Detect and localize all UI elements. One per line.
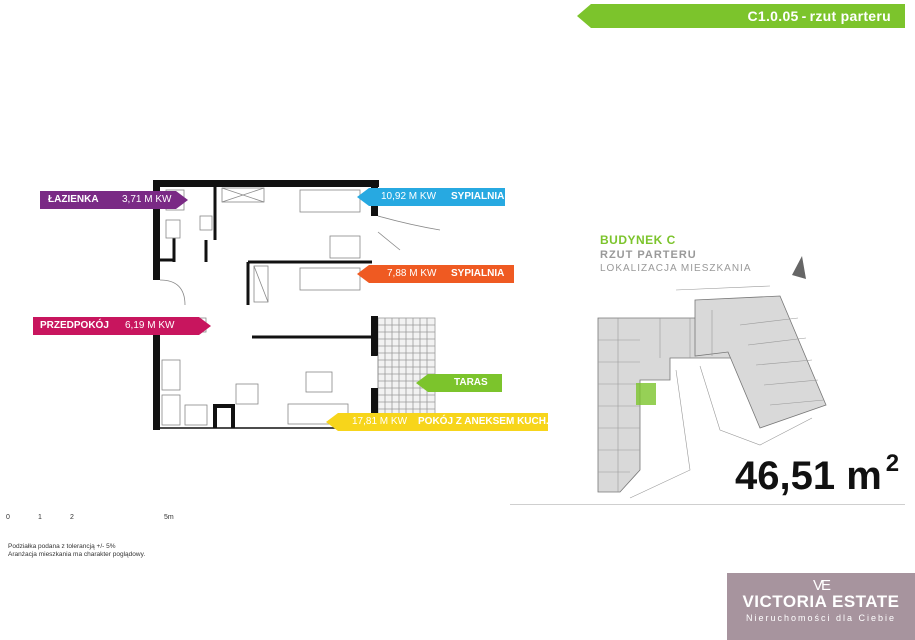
logo-mark: VE (812, 577, 831, 594)
tag-bathroom-area: 3,71 M KW (122, 194, 172, 205)
apartment-code: C1.0.05 (747, 8, 799, 24)
tag-hallway: PRZEDPOKÓJ 6,19 M KW (33, 317, 211, 335)
tag-bathroom-name: ŁAZIENKA (48, 194, 99, 205)
tag-bedroom-2: 7,88 M KW SYPIALNIA (357, 265, 514, 283)
fixtures (159, 187, 441, 426)
tag-bedroom-2-shape (357, 265, 514, 283)
header-title: C1.0.05-rzut parteru (748, 8, 892, 24)
tag-bathroom: ŁAZIENKA 3,71 M KW (40, 191, 188, 209)
scale-label-5m: 5m (164, 514, 174, 521)
building-location-label: LOKALIZACJA MIESZKANIA (600, 263, 752, 274)
tag-hallway-area: 6,19 M KW (125, 320, 175, 331)
header-subtitle: rzut parteru (809, 8, 891, 24)
tag-hallway-shape (33, 317, 211, 335)
building-outline-detail (598, 285, 825, 499)
note-arrangement: Aranżacja mieszkania ma charakter pogląd… (8, 551, 146, 558)
building-title: BUDYNEK C (600, 233, 676, 247)
apartment-location-marker (636, 383, 656, 405)
tag-hallway-name: PRZEDPOKÓJ (40, 320, 109, 331)
header-ribbon-shape (577, 4, 905, 28)
tag-bedroom-1: 10,92 M KW SYPIALNIA (357, 188, 505, 206)
total-area-unit-superscript: 2 (885, 450, 900, 477)
disclaimer-notes: Podziałka podana z tolerancją +/- 5% Ara… (8, 543, 145, 559)
tag-living-room-name: POKÓJ Z ANEKSEM KUCH. (418, 416, 549, 427)
scale-label-1: 1 (38, 514, 42, 521)
header-separator: - (801, 8, 807, 24)
tag-bedroom-2-name: SYPIALNIA (451, 268, 505, 279)
site-plan (597, 256, 827, 499)
building-outline (597, 295, 827, 493)
inner-walls (160, 186, 378, 429)
total-area-value: 46,51 m (735, 454, 882, 498)
scale-label-0: 0 (6, 514, 10, 521)
tag-terrace: TARAS (416, 374, 502, 392)
logo-tagline: Nieruchomości dla Ciebie (745, 613, 897, 623)
terrace-grid (377, 317, 436, 429)
building-floor: RZUT PARTERU (600, 249, 697, 261)
tag-terrace-name: TARAS (454, 377, 488, 388)
compass-arrow-icon (792, 256, 806, 279)
tag-bedroom-1-shape (357, 188, 505, 206)
tag-living-room-shape (326, 413, 548, 431)
logo-brand: VICTORIA ESTATE (742, 592, 900, 611)
tag-bedroom-1-area: 10,92 M KW (381, 191, 437, 202)
note-tolerance: Podziałka podana z tolerancją +/- 5% (8, 543, 116, 550)
victoria-estate-logo[interactable]: VE VICTORIA ESTATE Nieruchomości dla Cie… (727, 573, 915, 640)
tag-terrace-shape (416, 374, 502, 392)
scale-label-2: 2 (70, 514, 74, 521)
header-ribbon: C1.0.05-rzut parteru (577, 4, 905, 28)
tag-bedroom-1-name: SYPIALNIA (451, 191, 505, 202)
divider-line (510, 504, 905, 505)
tag-living-room-area: 17,81 M KW (352, 416, 408, 427)
tag-bathroom-shape (40, 191, 188, 209)
tag-bedroom-2-area: 7,88 M KW (387, 268, 437, 279)
outer-walls (153, 180, 379, 430)
tag-living-room: 17,81 M KW POKÓJ Z ANEKSEM KUCH. (326, 413, 549, 431)
